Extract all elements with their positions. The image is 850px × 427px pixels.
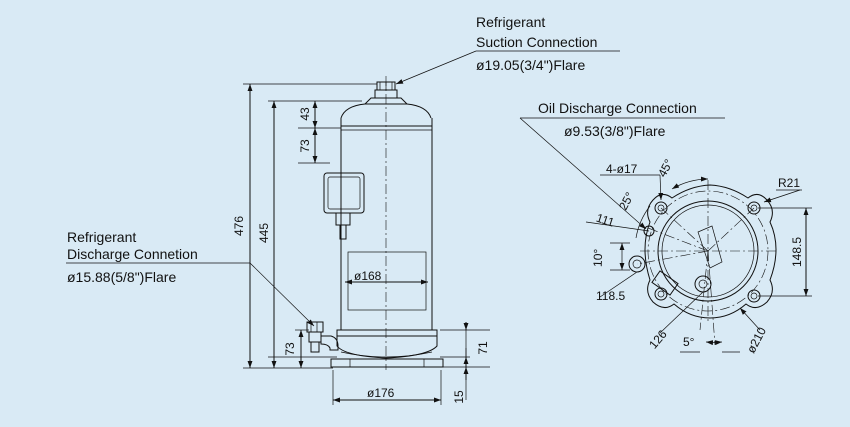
dim-base-diameter: ø176 [367,386,395,400]
dim-shell-diameter: ø168 [354,269,382,283]
dim-126: 126 [646,327,670,352]
dim-73-top: 73 [298,139,312,153]
side-view: 476 445 43 73 73 71 15 ø168 ø176 [232,76,490,405]
suction-label-line1: Refrigerant [476,14,545,30]
discharge-callout: Refrigerant Discharge Connetion ø15.88(5… [66,229,315,327]
discharge-label-line1: Refrigerant [67,229,136,245]
terminal-box [323,172,365,240]
dim-445: 445 [257,223,271,243]
dim-bolt-circle: ø210 [744,324,769,355]
discharge-label-line2: Discharge Connetion [67,246,198,262]
suction-label-line2: Suction Connection [476,34,597,50]
dim-476: 476 [232,216,246,236]
suction-spec: ø19.05(3/4")Flare [476,57,585,73]
oil-spec: ø9.53(3/8")Flare [564,123,666,139]
dim-43: 43 [298,107,312,121]
dim-111: 111 [594,211,616,230]
oil-label: Oil Discharge Connection [538,100,697,116]
dim-73-bottom: 73 [283,342,297,356]
suction-callout: Refrigerant Suction Connection ø19.05(3/… [395,14,620,85]
dim-angle-45: 45° [655,157,676,180]
top-view: 4-ø17 45° 25° R21 111 10° 118.5 148.5 12… [585,157,812,355]
dim-angle-10: 10° [591,248,606,267]
dim-angle-5: 5° [683,335,695,349]
discharge-spec: ø15.88(5/8")Flare [67,269,176,285]
discharge-fitting [306,321,339,353]
compressor-shell [330,76,444,370]
dim-15: 15 [452,390,466,404]
dim-148-5: 148.5 [790,237,804,267]
dim-118-5: 118.5 [596,289,625,303]
dim-71: 71 [476,341,490,355]
mounting-plate [644,184,777,319]
dim-radius: R21 [778,176,800,190]
oil-callout: Oil Discharge Connection ø9.53(3/8")Flar… [519,100,725,230]
dim-holes: 4-ø17 [606,162,638,176]
dim-angle-25: 25° [616,190,637,213]
side-dimension-lines [247,84,469,403]
